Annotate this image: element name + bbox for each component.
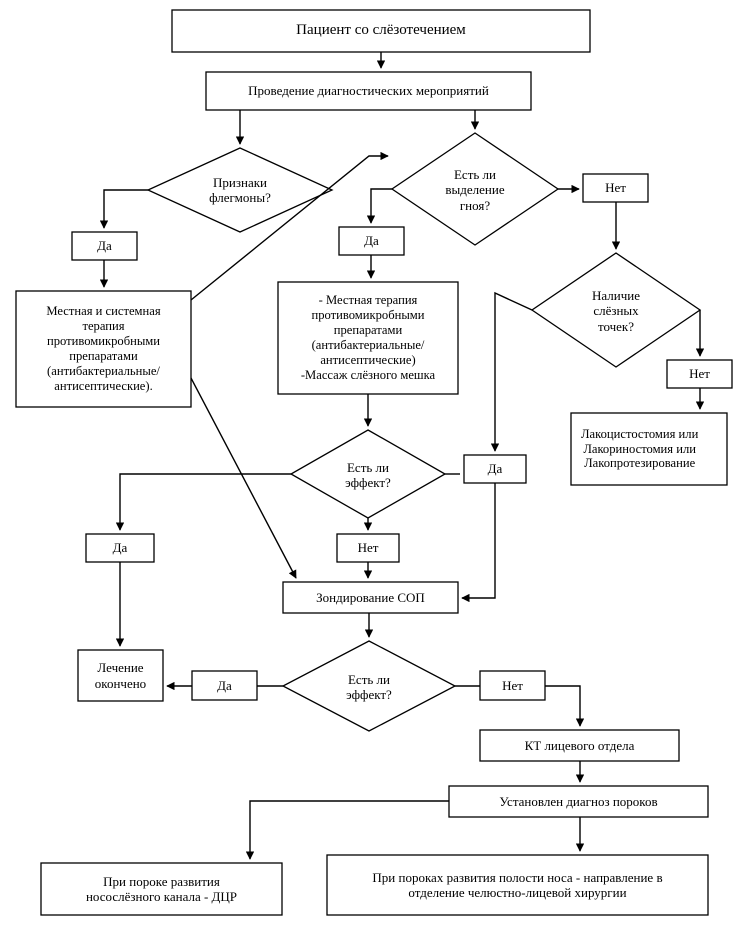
node-effect-question-1: [289, 429, 447, 519]
node-malformation-dx: [448, 785, 709, 818]
edge-pus-to-yes: [366, 188, 392, 224]
node-yes-effect-left: [85, 533, 155, 563]
node-yes-effect-2: [191, 670, 258, 701]
node-no-effect-1: [336, 533, 400, 563]
node-probing: [282, 581, 459, 614]
node-nose-malformation: [326, 854, 709, 916]
edge-malformation-dx-to-nld: [245, 800, 449, 860]
node-ct-scan: [479, 729, 680, 762]
node-puncta-question: [530, 252, 702, 368]
node-local-therapy: [277, 281, 459, 395]
edge-effect1-to-yes-left: [115, 473, 291, 531]
node-start: [171, 9, 591, 53]
node-lakostomy: [570, 412, 728, 486]
edge-systemic-to-probing: [190, 377, 297, 579]
node-phlegmon-question: [146, 147, 334, 233]
node-no-pus: [582, 173, 649, 203]
node-yes-effect-right: [463, 454, 527, 484]
node-systemic-therapy: [15, 290, 192, 408]
node-treatment-done: [77, 649, 164, 702]
node-no-effect-2: [479, 670, 546, 701]
edge-systemic-to-pus: [190, 151, 389, 301]
edge-phlegmon-to-yes: [99, 189, 148, 229]
node-no-puncta: [666, 359, 733, 389]
node-diagnostics: [205, 71, 532, 111]
node-pus-question: [390, 132, 560, 246]
edge-no2-to-ct-scan: [545, 685, 585, 727]
edge-yes-right-to-probing: [461, 483, 496, 603]
node-nld-malformation: [40, 862, 283, 916]
edge-puncta-to-yes-right: [490, 291, 533, 452]
node-yes-phlegmon: [71, 231, 138, 261]
node-effect-question-2: [281, 640, 457, 732]
node-yes-pus: [338, 226, 405, 256]
